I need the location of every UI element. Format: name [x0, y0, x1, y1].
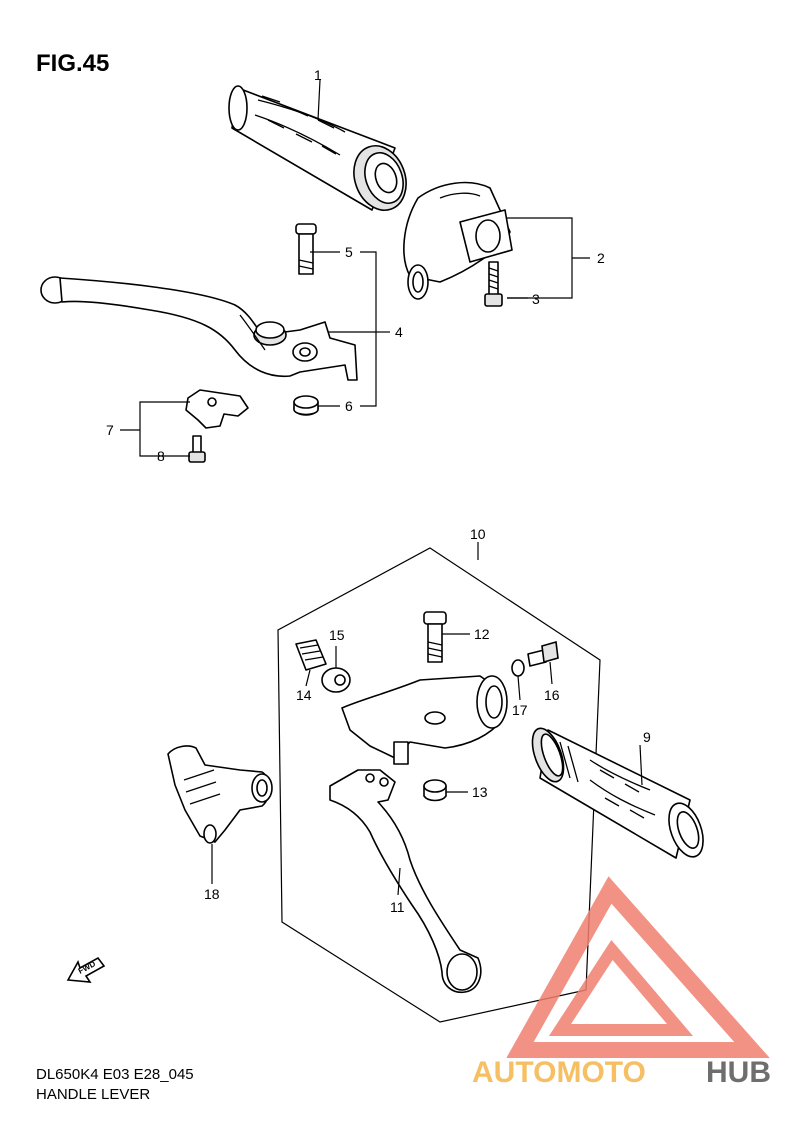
callout-8: 8: [157, 448, 165, 464]
callout-15: 15: [329, 627, 345, 643]
part-12-bolt: [423, 611, 447, 663]
part-6-nut: [293, 395, 319, 416]
callout-6: 6: [345, 398, 353, 414]
callout-13: 13: [472, 784, 488, 800]
callout-17: 17: [512, 702, 528, 718]
part-8-switch-screw: [188, 435, 206, 463]
top-leader-lines: [120, 79, 590, 457]
footer-drawing-name: HANDLE LEVER: [36, 1086, 151, 1103]
watermark-text-automoto: AUTOMOTO: [472, 1056, 646, 1089]
callout-18: 18: [204, 886, 220, 902]
part-10-assembly-frame: [277, 547, 601, 1023]
part-18-switch-holder: [167, 745, 273, 844]
footer-drawing-code: DL650K4 E03 E28_045: [36, 1066, 194, 1083]
callout-11: 11: [390, 899, 405, 915]
callout-4: 4: [395, 324, 403, 340]
callout-12: 12: [474, 626, 490, 642]
watermark-triangle-icon: [506, 876, 770, 1058]
part-15-adjuster-wheel: [321, 667, 351, 693]
part-17-washer: [511, 659, 525, 677]
callout-9: 9: [643, 729, 651, 745]
bottom-callouts: 10 12 14 15 17 16 13 11 9 18: [204, 526, 651, 915]
callout-1: 1: [314, 67, 322, 83]
part-2-throttle-housing: [403, 181, 513, 300]
bottom-leader-lines: [211, 542, 643, 896]
watermark-logo: AUTOMOTO HUB: [472, 876, 771, 1089]
part-11-clutch-lever: [329, 769, 482, 994]
part-5-pivot-bolt: [295, 223, 317, 275]
watermark-text-hub: HUB: [706, 1056, 771, 1089]
part-7-brake-switch: [185, 389, 249, 429]
part-14-adjuster-screw: [295, 639, 327, 671]
top-callouts: 1 2 3 5 4 6 7 8: [106, 67, 605, 464]
part-1-throttle-grip: [228, 85, 407, 211]
part-3-screw: [484, 261, 503, 307]
callout-7: 7: [106, 422, 114, 438]
callout-16: 16: [544, 687, 560, 703]
part-16-screw: [527, 640, 559, 667]
callout-14: 14: [296, 687, 312, 703]
callout-3: 3: [532, 291, 540, 307]
part-13-nut: [423, 779, 447, 802]
clutch-lever-bracket: [341, 675, 508, 765]
callout-10: 10: [470, 526, 486, 542]
callout-5: 5: [345, 244, 353, 260]
part-9-left-grip: [531, 727, 704, 859]
front-brake-lever: [40, 276, 358, 381]
callout-2: 2: [597, 250, 605, 266]
fwd-arrow-icon: FWD: [66, 956, 106, 983]
figure-title: FIG.45: [36, 50, 110, 77]
